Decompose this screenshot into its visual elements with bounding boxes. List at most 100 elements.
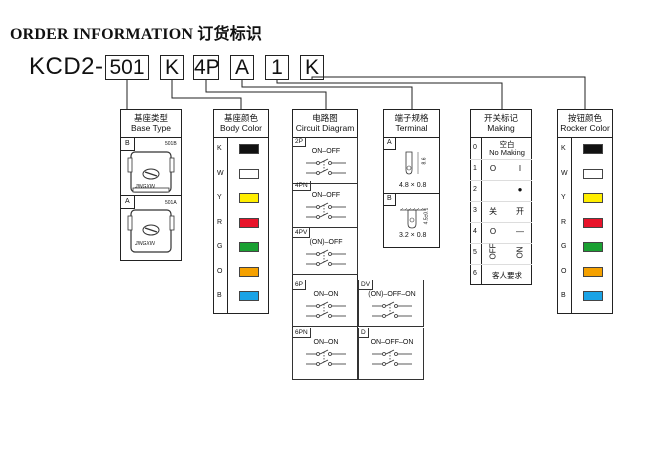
code-segment-terminal: A <box>230 55 254 80</box>
circuit-code: 2P <box>293 137 306 147</box>
terminal-title-en: Terminal <box>395 123 428 133</box>
terminal-height-a: 8.6 <box>421 157 428 165</box>
circuit-schematic <box>372 301 412 318</box>
body-color-swatch <box>239 193 259 203</box>
body-color-swatch <box>239 266 259 277</box>
marking-title-cn: 开关标记 <box>483 113 518 123</box>
marking-code: 5 <box>473 249 477 256</box>
marking-right-symbol: ON <box>515 246 525 259</box>
circuit-schematic <box>306 202 346 219</box>
rocker-color-swatch <box>583 266 603 277</box>
body-color-code: K <box>217 145 222 152</box>
body-color-code: B <box>217 292 222 299</box>
marking-text-en: No Making <box>489 148 525 157</box>
marking-title-en: Making <box>487 123 515 133</box>
terminal-a-drawing <box>405 151 419 175</box>
code-segment-marking: 1 <box>265 55 289 80</box>
body-color-code: R <box>217 218 223 226</box>
circuit-schematic <box>372 349 412 366</box>
base-type-title-cn: 基座类型 <box>133 113 168 123</box>
rocker-color-code: R <box>561 218 567 226</box>
rocker-color-code: Y <box>561 194 566 201</box>
code-segment-base-type: 501 <box>105 55 149 80</box>
base-type-code-a: A <box>125 198 130 205</box>
circuit-cell: 6P ON–ON <box>292 280 358 327</box>
rocker-color-title-cn: 按钮颜色 <box>567 113 602 123</box>
body-color-swatch <box>239 291 259 301</box>
switch-b-image <box>127 151 175 193</box>
circuit-code: D <box>359 328 369 338</box>
circuit-label: ON–ON <box>313 339 339 346</box>
base-type-code-b: B <box>125 140 130 147</box>
marking-text: 空白 <box>499 140 515 149</box>
marking-code: 4 <box>473 228 477 235</box>
marking-text: 客人要求 <box>492 271 522 280</box>
circuit-schematic <box>306 301 346 318</box>
circuit-schematic <box>306 249 346 266</box>
body-color-swatch <box>239 144 259 154</box>
rocker-color-swatch <box>583 291 603 301</box>
marking-code: 2 <box>473 186 477 193</box>
rocker-color-code: B <box>561 292 566 299</box>
marking-code: 6 <box>473 270 477 277</box>
body-color-title-en: Body Color <box>219 123 263 133</box>
terminal-title-cn: 端子规格 <box>394 113 429 123</box>
circuit-code: 6P <box>293 280 306 290</box>
body-color-code: G <box>217 243 223 250</box>
body-color-code: W <box>217 169 224 177</box>
circuit-code: DV <box>359 280 374 290</box>
page-heading: ORDER INFORMATION 订货标识 <box>10 26 263 43</box>
circuit-title-en: Circuit Diagram <box>295 123 355 133</box>
circuit-label: ON–OFF <box>311 192 341 199</box>
rocker-color-swatch <box>583 242 603 252</box>
rocker-color-swatch <box>583 144 603 154</box>
marking-left-symbol: O <box>489 164 497 173</box>
marking-right-symbol: — <box>516 227 524 236</box>
terminal-code-a: A <box>387 139 392 146</box>
rocker-color-swatch <box>583 217 603 228</box>
circuit-code: 4PN <box>293 181 311 191</box>
marking-left-symbol: O <box>489 227 497 236</box>
circuit-label: (ON)–OFF–ON <box>368 291 416 298</box>
circuit-schematic <box>306 158 346 175</box>
terminal-height-b: 4.5±0.1 <box>423 207 430 225</box>
base-type-model-b: 501B <box>165 141 177 147</box>
marking-right-symbol: ● <box>517 185 523 194</box>
rocker-color-title-en: Rocker Color <box>560 123 610 133</box>
circuit-panel: 电路图 Circuit Diagram <box>292 109 358 379</box>
circuit-title-cn: 电路图 <box>312 113 338 123</box>
base-type-brand-b: JINGXIN <box>135 184 155 190</box>
terminal-b-drawing <box>400 207 426 229</box>
marking-right-symbol: I <box>518 164 522 173</box>
rocker-color-swatch <box>583 168 603 179</box>
marking-code: 1 <box>473 165 477 172</box>
circuit-label: ON–OFF–ON <box>370 339 414 346</box>
circuit-label: ON–ON <box>313 291 339 298</box>
body-color-code: O <box>217 267 223 275</box>
code-prefix: KCD2- <box>29 53 104 80</box>
circuit-label: ON–OFF <box>311 148 341 155</box>
base-type-panel: 基座类型 Base Type B 501B JINGXIN A 501A JIN… <box>120 109 182 261</box>
code-segment-body-color: K <box>160 55 184 80</box>
circuit-cell: 2P ON–OFF <box>292 137 358 184</box>
circuit-label: (ON)–OFF <box>309 239 343 246</box>
marking-code: 0 <box>473 144 477 151</box>
terminal-panel: 端子规格 Terminal A 8.6 4.8 × 0.8 B 4.5±0.1 … <box>383 109 440 248</box>
circuit-cell: DV(ON)–OFF–ON <box>358 280 424 327</box>
code-segment-circuit: 4P <box>193 55 220 80</box>
rocker-color-code: G <box>561 243 567 250</box>
rocker-color-code: W <box>561 169 568 177</box>
marking-left-symbol: OFF <box>488 243 498 260</box>
body-color-swatch <box>239 217 259 228</box>
switch-a-image <box>127 209 175 253</box>
circuit-code: 6PN <box>293 328 311 338</box>
marking-right-symbol: 开 <box>516 207 524 216</box>
circuit-code: 4PV <box>293 228 311 238</box>
